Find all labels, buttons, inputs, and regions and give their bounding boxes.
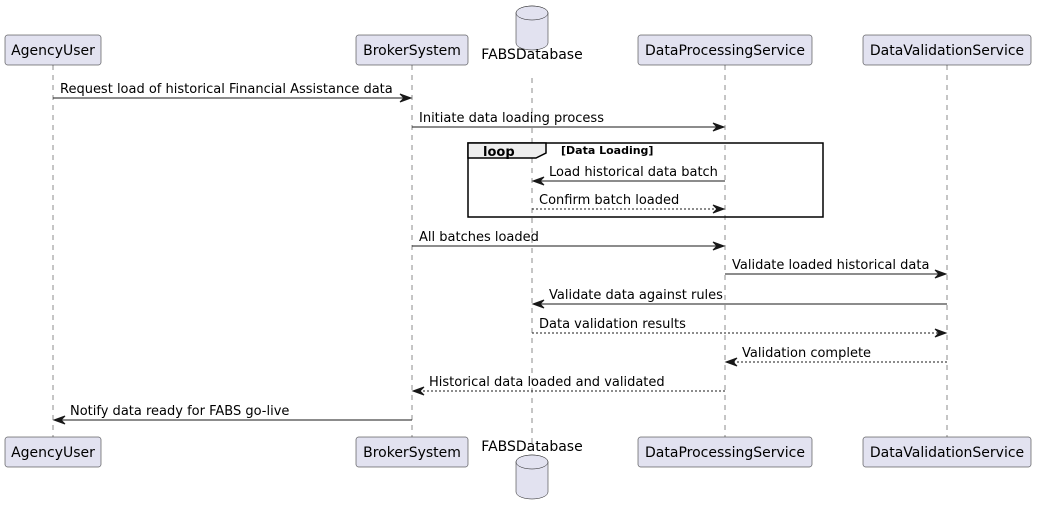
participant-box: [637, 34, 813, 66]
message-label: Validate data against rules: [549, 288, 723, 303]
participant-box: [355, 34, 469, 66]
participant-label: BrokerSystem: [363, 445, 461, 461]
participant-label: AgencyUser: [11, 43, 95, 59]
database-top-ellipse: [515, 454, 549, 470]
participant-box: [862, 436, 1032, 468]
message-label: Validate loaded historical data: [732, 258, 929, 273]
participant-label: AgencyUser: [11, 445, 95, 461]
participant-box: [4, 436, 102, 468]
participant-box: [355, 436, 469, 468]
message-label: Confirm batch loaded: [539, 193, 679, 208]
message-1: Request load of historical Financial Ass…: [53, 82, 413, 103]
message-label: Request load of historical Financial Ass…: [60, 82, 393, 97]
arrow-head: [934, 269, 948, 279]
participant-broker-top: BrokerSystem: [355, 34, 469, 66]
arrow-head: [52, 415, 66, 425]
loop-keyword: loop: [483, 145, 515, 160]
arrow-head: [411, 386, 425, 396]
participant-label: BrokerSystem: [363, 43, 461, 59]
message-label: Notify data ready for FABS go-live: [70, 404, 289, 419]
message-8: Data validation results: [532, 317, 948, 338]
participant-box: [637, 436, 813, 468]
participant-dps-bottom: DataProcessingService: [637, 436, 813, 468]
participant-label: DataValidationService: [870, 445, 1024, 461]
participant-broker-bottom: BrokerSystem: [355, 436, 469, 468]
arrow-head: [712, 241, 726, 251]
database-fabs-top: FABSDatabase: [481, 5, 583, 63]
participant-label: FABSDatabase: [481, 439, 582, 455]
messages: Request load of historical Financial Ass…: [52, 82, 948, 425]
message-label: Historical data loaded and validated: [429, 375, 665, 390]
arrow-head: [712, 122, 726, 132]
message-label: Validation complete: [742, 346, 871, 361]
arrow-head: [712, 204, 726, 214]
message-3: Load historical data batch: [531, 165, 725, 186]
loop-condition: [Data Loading]: [561, 144, 653, 157]
database-top-ellipse: [515, 5, 549, 21]
loop-frame: [467, 142, 824, 218]
message-label: All batches loaded: [419, 230, 539, 245]
message-label: Load historical data batch: [549, 165, 718, 180]
loop-tab: [467, 142, 547, 159]
participant-label: DataProcessingService: [645, 43, 805, 59]
participants: AgencyUserAgencyUserBrokerSystemBrokerSy…: [4, 5, 1032, 500]
message-5: All batches loaded: [412, 230, 726, 251]
participant-dvs-bottom: DataValidationService: [862, 436, 1032, 468]
loop-fragment: loop [Data Loading]: [467, 142, 824, 218]
participant-agency-bottom: AgencyUser: [4, 436, 102, 468]
arrow-head: [399, 93, 413, 103]
message-11: Notify data ready for FABS go-live: [52, 404, 412, 425]
message-2: Initiate data loading process: [412, 111, 726, 132]
participant-dps-top: DataProcessingService: [637, 34, 813, 66]
participant-dvs-top: DataValidationService: [862, 34, 1032, 66]
message-4: Confirm batch loaded: [532, 193, 726, 214]
participant-label: DataProcessingService: [645, 445, 805, 461]
message-7: Validate data against rules: [531, 288, 947, 309]
participant-box: [862, 34, 1032, 66]
message-6: Validate loaded historical data: [725, 258, 948, 279]
fragments: loop [Data Loading]: [467, 142, 824, 218]
arrow-head: [724, 357, 738, 367]
arrow-head: [531, 299, 545, 309]
participant-label: FABSDatabase: [481, 47, 582, 63]
arrow-head: [934, 328, 948, 338]
message-label: Initiate data loading process: [419, 111, 604, 126]
participant-agency-top: AgencyUser: [4, 34, 102, 66]
message-10: Historical data loaded and validated: [411, 375, 725, 396]
database-fabs-bottom: FABSDatabase: [481, 439, 583, 500]
participant-label: DataValidationService: [870, 43, 1024, 59]
arrow-head: [531, 176, 545, 186]
message-label: Data validation results: [539, 317, 686, 332]
participant-box: [4, 34, 102, 66]
message-9: Validation complete: [724, 346, 947, 367]
